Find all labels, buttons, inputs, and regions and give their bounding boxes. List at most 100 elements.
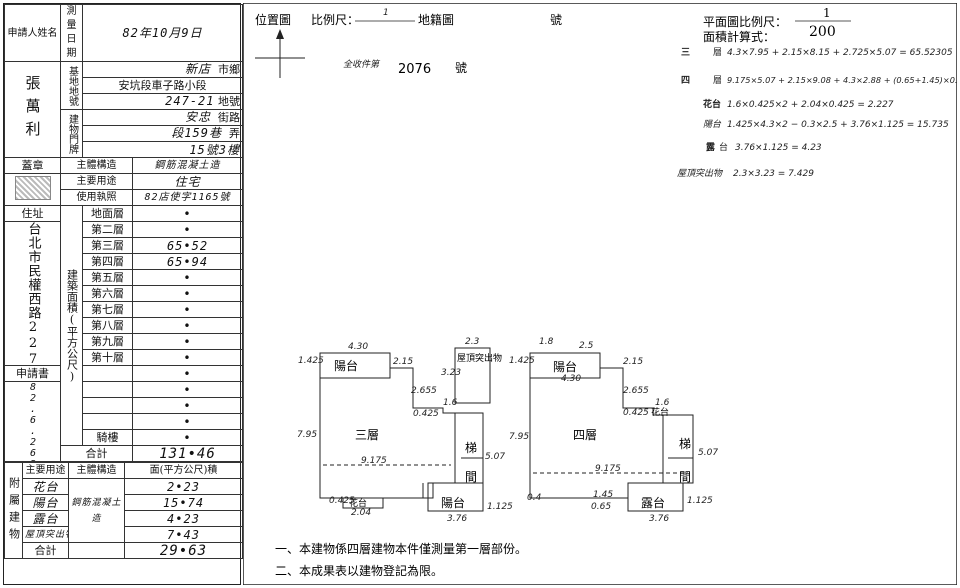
plan4-dim: 2.15 [623, 357, 643, 367]
floor-name [82, 413, 133, 430]
floor-name: 第三層 [82, 237, 133, 254]
plan4-dim: 2.5 [579, 341, 594, 351]
base-label: 基地地號 [60, 61, 83, 110]
plan4-room: 間 [679, 470, 691, 484]
attached-value: 15•74 [124, 494, 243, 511]
survey-date: 82年10月9日 [82, 4, 243, 62]
calc-label: 花台 [703, 98, 721, 110]
floor-name [82, 381, 133, 398]
floor-name: 騎樓 [82, 429, 133, 446]
applicant-header: 申請人姓名 [4, 4, 61, 62]
plan3-floor-label: 三層 [355, 428, 379, 442]
plan3-dim: 3.76 [447, 514, 467, 524]
plan4-dim: 0.4 [527, 493, 542, 503]
attached-header: 面(平方公尺)積 [124, 462, 243, 479]
floor-area: • [132, 381, 243, 398]
street: 安忠 [184, 110, 211, 125]
attached-use: 花台 [22, 478, 69, 495]
case-no: 2076 [398, 62, 431, 77]
calc-label: 三 [681, 47, 690, 58]
floor-area: • [132, 333, 243, 350]
plan4-dim: 1.6 [655, 398, 670, 408]
lane-suffix: 弄 [229, 127, 240, 140]
plan3-dim: 0.425 [413, 409, 439, 419]
total-label: 合計 [60, 445, 133, 462]
floor-area: 65•94 [132, 253, 243, 270]
calc-text: 2.3×3.23 = 7.429 [733, 169, 814, 179]
floor-area: • [132, 349, 243, 366]
floor-area: • [132, 429, 243, 446]
plan3-dim: 2.04 [351, 508, 371, 518]
floor-name: 地面層 [82, 205, 133, 222]
attached-use: 露台 [22, 510, 69, 527]
floor-area: • [132, 221, 243, 238]
case-no-suffix: 號 [455, 61, 467, 75]
drawing-area: 位置圖 比例尺： 1 地籍圖 號 平面圖比例尺： 1 200 面積計算式： 全收… [243, 3, 957, 585]
plan3-dim: 7.95 [297, 430, 317, 440]
calc-label: 露 [706, 142, 716, 153]
area-calc-label: 面積計算式： [703, 29, 775, 44]
plan3-dim: 5.07 [485, 452, 505, 462]
seal-cell [4, 173, 61, 206]
floor-area: • [132, 413, 243, 430]
address: 台北市民權西路227號 [4, 221, 61, 366]
lane-row: 段159巷 弄 [82, 125, 243, 142]
plan3-balcony: 陽台 [334, 358, 358, 373]
floor-name: 第十層 [82, 349, 133, 366]
floor-area: • [132, 397, 243, 414]
case-no-text: 全收件第 [343, 59, 381, 70]
attached-use: 屋頂突出物 [22, 526, 69, 543]
plan3-dim: 2.655 [411, 386, 437, 396]
attached-label: 附屬建物 [4, 462, 23, 559]
plan-scale-label: 平面圖比例尺： [703, 15, 787, 29]
floor-name: 第五層 [82, 269, 133, 286]
calc-suffix: 台 [719, 141, 728, 153]
attached-value: 2•23 [124, 478, 243, 495]
base-city-suffix: 市鄉 [218, 63, 240, 76]
plan4-flower: 花台 [651, 406, 669, 418]
calc-text: 1.6×0.425×2 + 2.04×0.425 = 2.227 [727, 100, 894, 110]
location-label: 位置圖 [255, 12, 291, 27]
plan3-dim: 3.23 [441, 368, 461, 378]
floor-plan-3-labels: 陽台 三層 梯 間 花台 陽台 屋頂突出物 4.30 2.15 1.425 2.… [297, 337, 513, 524]
plan3-dim: 1.425 [298, 356, 324, 366]
note-1: 一、本建物係四層建物本件僅測量第一層部份。 [275, 541, 527, 556]
calc-text: 1.425×4.3×2 − 0.3×2.5 + 3.76×1.125 = 15.… [727, 120, 949, 130]
use-label: 主要用途 [60, 173, 133, 190]
plan4-dim: 0.65 [591, 502, 611, 512]
plan3-dim: 1.6 [443, 398, 458, 408]
floor-area: • [132, 317, 243, 334]
plan3-dim: 9.175 [361, 456, 387, 466]
floor-name: 第二層 [82, 221, 133, 238]
lot-suffix: 地號 [218, 95, 240, 108]
plan3-dim: 0.425 [329, 496, 355, 506]
lot-row: 247-21 地號 [82, 93, 243, 110]
street-row: 安忠 街路 [82, 109, 243, 126]
plan3-room: 間 [465, 470, 477, 484]
section2: 段159巷 [171, 126, 222, 141]
calc-suffix: 層 [713, 75, 722, 86]
calc-text: 3.76×1.125 = 4.23 [735, 143, 822, 153]
plan4-dim: 1.425 [509, 356, 535, 366]
plan4-dim: 4.30 [561, 374, 581, 384]
floor-area: • [132, 269, 243, 286]
floor-plan-3 [319, 347, 491, 512]
floor-area: 65•52 [132, 237, 243, 254]
plan3-dim: 2.15 [393, 357, 413, 367]
number-suffix: 號 [550, 13, 562, 27]
section: 安坑段車子路小段 [82, 77, 243, 94]
floor-name [82, 365, 133, 382]
use: 住宅 [132, 173, 243, 190]
survey-date-label: 測量日期 [60, 4, 83, 62]
plan3-roof-box: 屋頂突出物 [457, 352, 502, 364]
floor-area: • [132, 301, 243, 318]
door-label: 建物門牌 [60, 109, 83, 158]
application-label: 申請書 [4, 365, 61, 382]
plan4-dim: 1.125 [687, 496, 713, 506]
application-number: 82.6.2628字第2165號 [4, 381, 61, 462]
plan4-dim: 5.07 [698, 448, 718, 458]
scale-value: 1 [383, 8, 389, 18]
cadastral-label: 地籍圖 [418, 12, 454, 27]
attached-header: 主要用途 [22, 462, 69, 479]
seal-label: 蓋章 [4, 157, 61, 174]
